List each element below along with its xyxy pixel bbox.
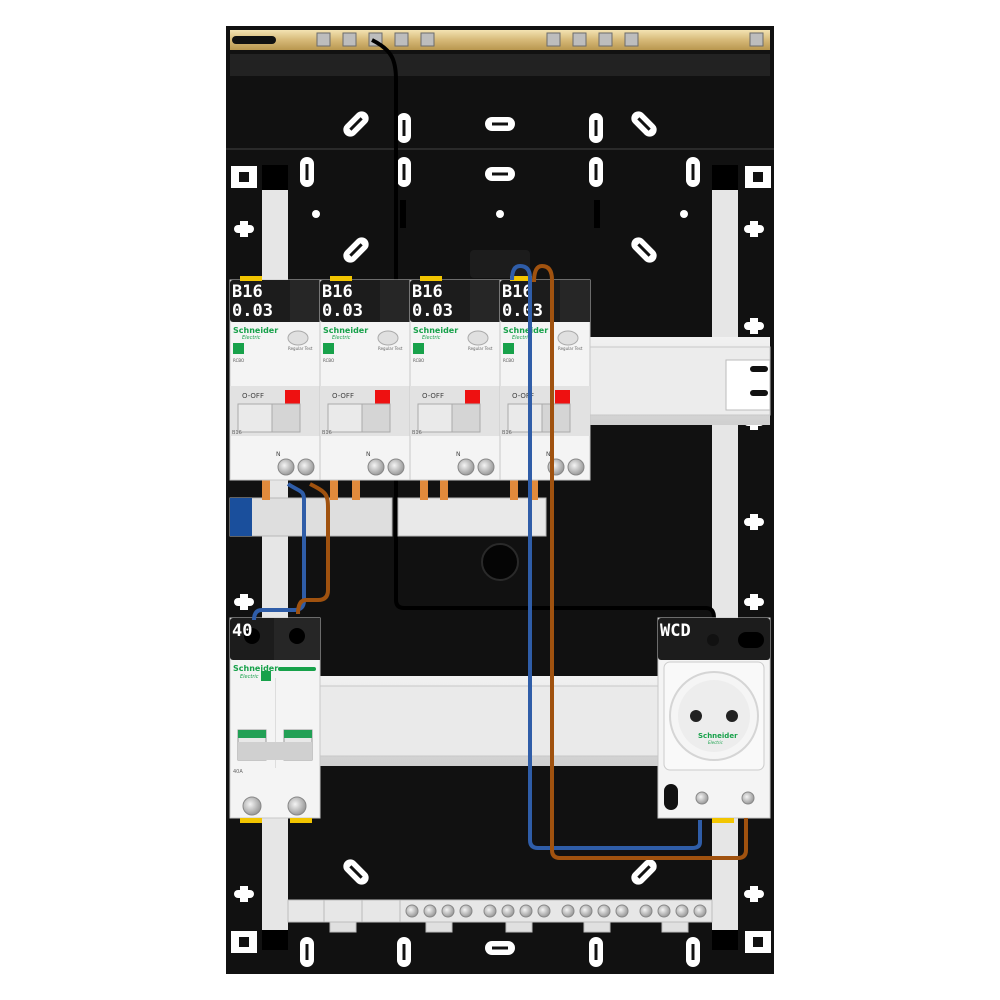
main-switch-rating-text: 40A xyxy=(233,769,243,775)
screw-icon xyxy=(501,904,515,918)
screw-icon xyxy=(457,458,475,476)
screw-icon xyxy=(561,904,575,918)
rcbo-rating: B16 xyxy=(502,282,533,302)
status-icon xyxy=(503,343,514,354)
test-button[interactable] xyxy=(287,330,309,346)
rcbo-sensitivity: 0.03 xyxy=(232,301,273,321)
screw-icon xyxy=(675,904,689,918)
rcbo-off-label: O-OFF xyxy=(512,392,534,400)
rcbo-sensitivity: 0.03 xyxy=(502,301,543,321)
socket-label: WCD xyxy=(660,621,691,641)
screw-icon xyxy=(537,904,551,918)
rcbo-model: RCBO xyxy=(503,358,514,363)
rcbo-brand-sub: Electric xyxy=(422,335,441,341)
socket-brand-sub: Electric xyxy=(708,740,724,745)
status-icon xyxy=(233,343,244,354)
status-icon xyxy=(261,671,271,681)
screw-icon xyxy=(441,904,455,918)
rcbo-test-label: Regular Test xyxy=(558,346,583,351)
screw-icon xyxy=(693,904,707,918)
rcbo-test-label: Regular Test xyxy=(288,346,313,351)
screw-icon xyxy=(459,904,473,918)
rcbo-sensitivity: 0.03 xyxy=(412,301,453,321)
screw-icon xyxy=(277,458,295,476)
rcbo-sensitivity: 0.03 xyxy=(322,301,363,321)
rcbo-curve: B16 xyxy=(502,430,512,436)
screw-icon xyxy=(519,904,533,918)
rcbo-brand: Schneider xyxy=(503,326,548,335)
socket-brand: Schneider xyxy=(698,732,738,740)
socket-module[interactable]: WCD Schneider Electric xyxy=(657,617,771,823)
din-rail-middle xyxy=(317,676,659,766)
rcbo-curve: B16 xyxy=(322,430,332,436)
screw-icon xyxy=(477,458,495,476)
screw-icon xyxy=(387,458,405,476)
screw-icon xyxy=(567,458,585,476)
status-icon xyxy=(413,343,424,354)
din-rail-top xyxy=(589,337,771,425)
screw-icon xyxy=(405,904,419,918)
rcbo-off-label: O-OFF xyxy=(332,392,354,400)
earth-wire xyxy=(371,38,716,619)
rcbo-neutral-letter: N xyxy=(366,451,371,458)
top-busbar xyxy=(230,30,770,76)
rcbo-brand: Schneider xyxy=(233,326,278,335)
neutral-wire-socket xyxy=(510,263,702,850)
rcbo-neutral-letter: N xyxy=(546,451,551,458)
screw-icon xyxy=(297,458,315,476)
screw-icon xyxy=(639,904,653,918)
test-button[interactable] xyxy=(467,330,489,346)
test-button[interactable] xyxy=(557,330,579,346)
rcbo-model: RCBO xyxy=(323,358,334,363)
rcbo-test-label: Regular Test xyxy=(468,346,493,351)
live-wire-main xyxy=(296,482,330,615)
rcbo-model: RCBO xyxy=(413,358,424,363)
trip-indicator-icon xyxy=(375,390,390,404)
status-icon xyxy=(323,343,334,354)
main-switch-brand-sub: Electric xyxy=(240,674,259,680)
screw-icon xyxy=(423,904,437,918)
live-wire-socket xyxy=(532,263,748,860)
rcbo-rating: B16 xyxy=(412,282,443,302)
wiring xyxy=(252,263,748,860)
terminal-bar xyxy=(287,899,713,933)
screw-icon xyxy=(615,904,629,918)
rcbo-off-label: O-OFF xyxy=(422,392,444,400)
trip-indicator-icon xyxy=(465,390,480,404)
rcbo-off-label: O-OFF xyxy=(242,392,264,400)
rcbo-curve: B16 xyxy=(232,430,242,436)
rcbo-brand-sub: Electric xyxy=(512,335,531,341)
test-button[interactable] xyxy=(377,330,399,346)
main-switch[interactable]: 40 Schneider Electric 40A xyxy=(229,617,321,823)
screw-icon xyxy=(579,904,593,918)
rcbo-test-label: Regular Test xyxy=(378,346,403,351)
screw-icon xyxy=(367,458,385,476)
trip-indicator-icon xyxy=(285,390,300,404)
comb-busbar xyxy=(229,478,547,537)
rcbo-brand: Schneider xyxy=(413,326,458,335)
rcbo-brand: Schneider xyxy=(323,326,368,335)
screw-icon xyxy=(657,904,671,918)
rcbo-brand-sub: Electric xyxy=(332,335,351,341)
main-switch-brand: Schneider xyxy=(233,664,278,673)
rcbo-rating: B16 xyxy=(232,282,263,302)
trip-indicator-icon xyxy=(555,390,570,404)
rcbo-brand-sub: Electric xyxy=(242,335,261,341)
rcbo-neutral-letter: N xyxy=(456,451,461,458)
rcbo-model: RCBO xyxy=(233,358,244,363)
rcbo-neutral-letter: N xyxy=(276,451,281,458)
neutral-wire-main xyxy=(252,482,306,621)
rcbo-rating: B16 xyxy=(322,282,353,302)
screw-icon xyxy=(597,904,611,918)
rcbo-curve: B16 xyxy=(412,430,422,436)
main-switch-rating: 40 xyxy=(232,621,252,641)
screw-icon xyxy=(483,904,497,918)
